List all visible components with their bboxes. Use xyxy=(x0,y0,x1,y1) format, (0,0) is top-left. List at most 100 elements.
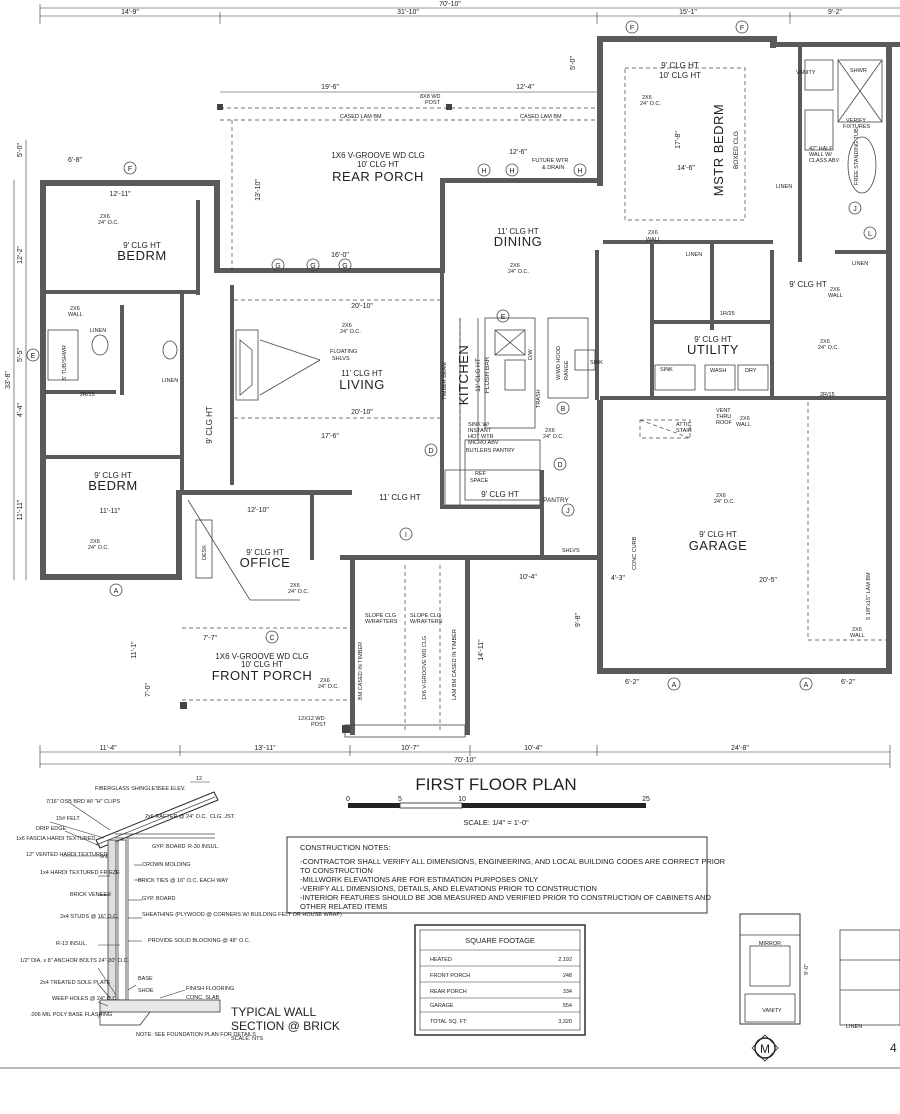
construction-note-5: -INTERIOR FEATURES SHOULD BE JOB MEASURE… xyxy=(300,893,711,902)
master-bedroom-label: MSTR BEDRM xyxy=(711,104,726,196)
ws-left-6: 1x4 HARDI TEXTURED FRIEZE xyxy=(40,870,120,876)
note-wd-hood: W/WD HOOD xyxy=(556,346,562,380)
wall-section-pitch: 12 xyxy=(196,776,202,782)
note-wall-2x6-3: 2X6 xyxy=(830,287,840,293)
note-linen-1: LINEN xyxy=(162,378,178,384)
note-rod2: 1R/25 xyxy=(720,311,735,317)
note-half-wall: 42" HALF xyxy=(809,146,833,152)
note-slope2: SLOPE CLG xyxy=(410,613,441,619)
kitchen-label: KITCHEN xyxy=(456,345,471,406)
tag-c-1: C xyxy=(269,635,274,642)
tag-f-1: F xyxy=(630,25,634,32)
tag-bubbles: F F F A A A C G G G H H H E E B D D I J … xyxy=(26,20,877,691)
tag-i-1: I xyxy=(405,532,407,539)
studs-oc-10: 24" O.C. xyxy=(543,434,564,440)
utility-clg: 9' CLG HT xyxy=(694,335,732,344)
master-boxed-clg: BOXED CLG xyxy=(733,131,740,169)
note-thru: THRU xyxy=(716,414,731,420)
dim-d3: 12'-11" xyxy=(109,191,131,198)
ws-left-4: 1x6 FASCIA HARDI TEXTURED xyxy=(16,836,95,842)
plan-details xyxy=(47,59,886,738)
plan-title: FIRST FLOOR PLAN xyxy=(415,775,576,794)
studs-1: 2X6 xyxy=(100,214,110,220)
dim-d12: 20'-5" xyxy=(759,577,777,584)
note-dryer: DRY xyxy=(745,368,757,374)
sqft-row-value-3: 334 xyxy=(563,989,572,995)
garage-label: GARAGE xyxy=(689,538,748,553)
dim-d8: 17'-6" xyxy=(321,433,339,440)
ws-right-10: SHEATHING (PLYWOOD @ CORNERS W/ BUILDING… xyxy=(142,912,342,918)
construction-note-3: -MILLWORK ELEVATIONS ARE FOR ESTIMATION … xyxy=(300,875,538,884)
note-post12b: POST xyxy=(311,722,327,728)
office-clg: 9' CLG HT xyxy=(246,548,284,557)
note-wall-2x6-5: 2X6 xyxy=(852,627,862,633)
construction-note-4: -VERIFY ALL DIMENSIONS, DETAILS, AND ELE… xyxy=(300,884,597,893)
utility-label: UTILITY xyxy=(687,342,739,357)
scale-bar-10: 10 xyxy=(458,796,466,803)
studs-oc-7: 24" O.C. xyxy=(318,684,339,690)
ws-right-6: GYP. BOARD xyxy=(152,844,186,850)
studs-10: 2X6 xyxy=(545,428,555,434)
pantry-label: PANTRY xyxy=(543,497,569,504)
dim-bot-total: 70'-10" xyxy=(454,757,476,764)
tag-a-2: A xyxy=(672,682,677,689)
elev-marker: M xyxy=(760,1042,770,1056)
sqft-row-label-3: REAR PORCH xyxy=(430,989,467,995)
studs-oc-9: 24" O.C. xyxy=(818,345,839,351)
pantry-clg: 9' CLG HT xyxy=(481,490,519,499)
sqft-row-value-2: 248 xyxy=(563,973,572,979)
note-vgroove-mid: 1X6 V-GROOVE WD CLG xyxy=(422,636,428,700)
dim-d6: 16'-0" xyxy=(331,252,349,259)
note-attic: ATTIC xyxy=(676,422,692,428)
note-linen-2: LINEN xyxy=(90,328,106,334)
dim-fp-b: 11'-1" xyxy=(131,641,138,659)
ws-right-3: 2x6 RAFTER @ 24" O.C. xyxy=(145,814,207,820)
scale-bar-5: 5 xyxy=(398,796,402,803)
studs-8: 2X6 xyxy=(342,323,352,329)
hall-clg: 9' CLG HT xyxy=(205,406,214,444)
bedroom2-label: BEDRM xyxy=(88,478,137,493)
note-tub: 5' TUB/SHWR xyxy=(62,345,68,380)
note-bm-cased: BM CASED IN TIMBER xyxy=(358,642,364,700)
internal-dimensions: 6'-8" 12'-11" 13'-10" 12'-6" 16'-0" 20'-… xyxy=(68,131,855,697)
studs-6: 2X6 xyxy=(290,583,300,589)
garage-clg: 9' CLG HT xyxy=(699,530,737,539)
dim-bot-c: 10'-7" xyxy=(401,745,419,752)
studs-oc-4: 24" O.C. xyxy=(640,101,661,107)
studs-oc-8: 24" O.C. xyxy=(340,329,361,335)
dim-overall-top: 70'-10" xyxy=(439,1,461,8)
note-shlvs2: SHLVS xyxy=(562,548,580,554)
ws-right-12: BASE xyxy=(138,976,153,982)
dim-bot-a: 11'-4" xyxy=(99,745,117,752)
ws-left-2: 15# FELT xyxy=(56,816,80,822)
tag-a-3: A xyxy=(804,682,809,689)
note-linen-5: LINEN xyxy=(852,261,868,267)
wall-section-scale: SCALE: NTS xyxy=(231,1036,263,1042)
ws-right-1: FIBERGLASS SHINGLES xyxy=(95,786,159,792)
top-dimensions: 70'-10" 14'-9" 31'-10" 15'-1" 9'-2" 19'-… xyxy=(39,1,900,93)
ws-right-8: BRICK TIES @ 16" O.C. EACH WAY xyxy=(138,878,229,884)
left-dimensions: 33'-8" 5'-0" 12'-2" 5'-5" 4'-4" 11'-11" xyxy=(5,140,27,580)
ws-right-4: CLG. JST. xyxy=(210,814,236,820)
note-instant: INSTANT xyxy=(468,428,492,434)
note-post8: 8X8 WD xyxy=(420,94,441,100)
tag-j-2: J xyxy=(566,508,570,515)
note-butlers: BUTLERS PANTRY xyxy=(466,448,515,454)
note-future-wtr: FUTURE WTR xyxy=(532,158,568,164)
dim-top-right-b: 9'-2" xyxy=(828,9,842,16)
wall-section-note: NOTE: SEE FOUNDATION PLAN FOR DETAILS xyxy=(136,1032,256,1038)
note-wall-2x6-2: 2X6 xyxy=(648,230,658,236)
note-hotwtr: HOT WTR xyxy=(468,434,494,440)
note-shlvs: SHLVS xyxy=(332,356,350,362)
ws-left-7: BRICK VENEER xyxy=(70,892,111,898)
scale-bar-0: 0 xyxy=(346,796,350,803)
tag-e-1: E xyxy=(501,314,506,321)
tag-b-1: B xyxy=(561,406,566,413)
tag-f-3: F xyxy=(128,166,132,173)
note-shwr: SHWR xyxy=(850,68,867,74)
note-lvl: 5 1/8"x15" LAM BM xyxy=(866,572,872,620)
dim-d9: 11'-11" xyxy=(100,508,121,515)
ws-right-7: CROWN MOLDING xyxy=(142,862,191,868)
rear-porch-clg: 1X6 V-GROOVE WD CLG xyxy=(331,151,424,160)
tag-f-2: F xyxy=(740,25,744,32)
